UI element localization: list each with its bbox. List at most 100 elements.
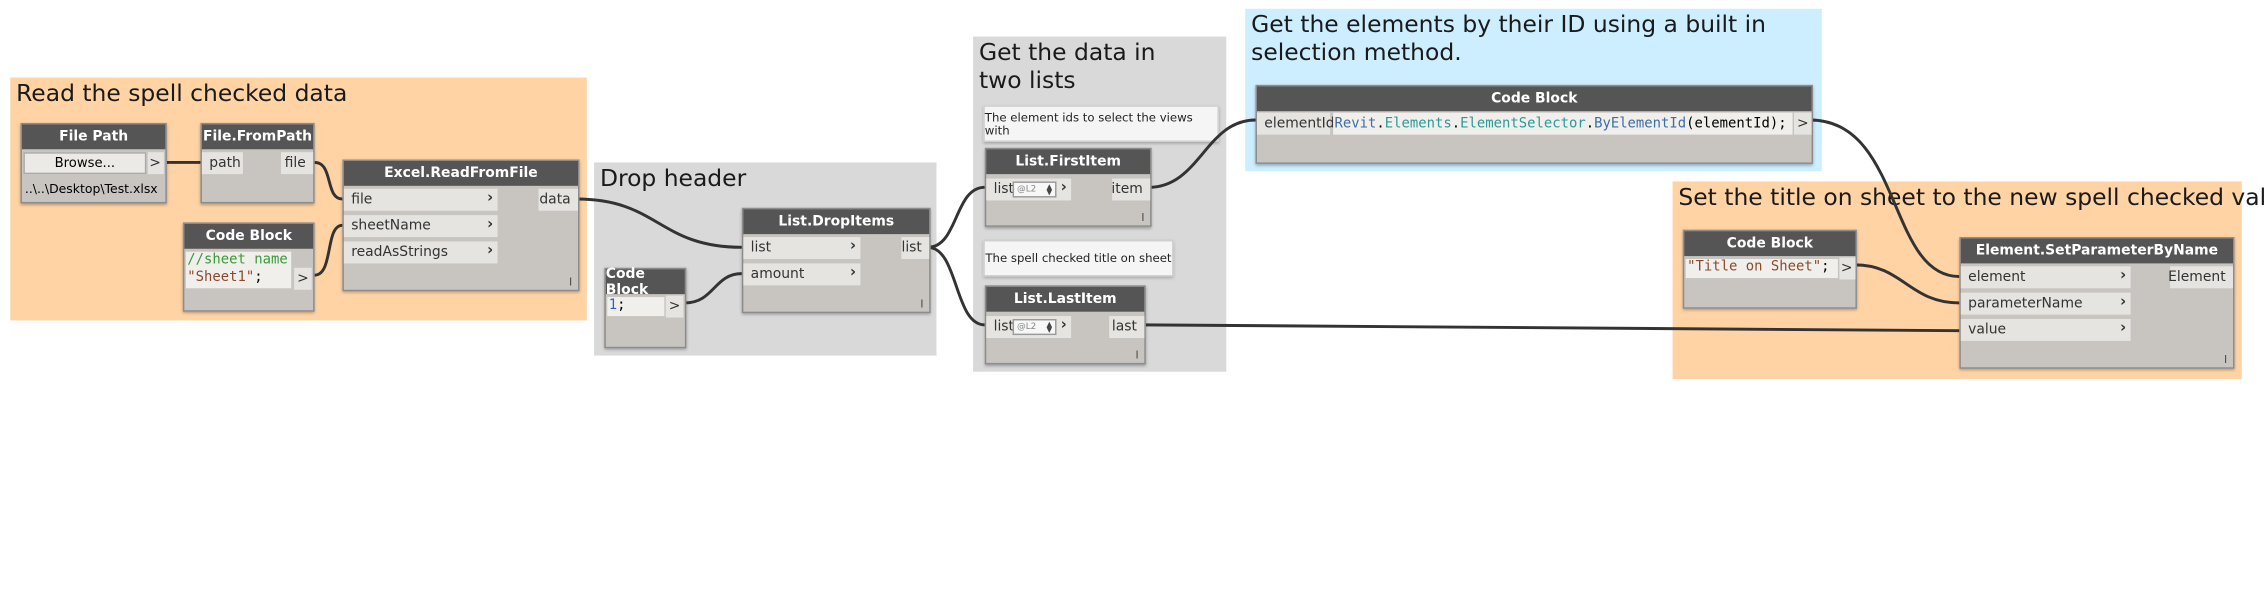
output-port-item[interactable]: item [1111, 178, 1151, 201]
node-title: File.FromPath [201, 124, 314, 150]
node-list-first-item[interactable]: List.FirstItem list @L2▲▼ › item l [984, 147, 1152, 227]
port-label: item [1111, 181, 1143, 198]
input-port-readasstrings[interactable]: readAsStrings › [343, 241, 498, 264]
port-label: list [750, 239, 772, 257]
port-label: path [209, 155, 241, 172]
level-value: @L2 [1016, 184, 1037, 195]
node-excel-read-from-file[interactable]: Excel.ReadFromFile file› sheetName› read… [342, 159, 580, 292]
wire [314, 223, 343, 277]
chevron-right-icon: › [1060, 317, 1067, 334]
node-title: Element.SetParameterByName [1960, 238, 2233, 264]
input-port-value[interactable]: value› [1960, 318, 2131, 341]
code-token: Revit [1334, 115, 1377, 132]
node-code-block-select[interactable]: Code Block elementId Revit.Elements.Elem… [1255, 84, 1814, 164]
input-port-sheetname[interactable]: sheetName› [343, 215, 498, 238]
port-label: list [993, 318, 1014, 336]
port-label: element [1968, 269, 2026, 286]
input-port-element[interactable]: element › [1960, 266, 2131, 289]
output-port[interactable]: > [1794, 112, 1812, 135]
port-label: last [1111, 318, 1137, 336]
code-number: 1 [608, 297, 618, 314]
level-stepper[interactable]: @L2▲▼ [1012, 318, 1057, 336]
node-file-from-path[interactable]: File.FromPath path file [200, 122, 315, 204]
chevron-right-icon: › [849, 264, 857, 281]
code-token: . [1585, 115, 1595, 132]
port-label: parameterName [1968, 295, 2083, 312]
chevron-right-icon: › [849, 238, 857, 255]
chevron-right-icon: › [2120, 320, 2127, 337]
note-text: The spell checked title on sheet [985, 251, 1172, 265]
code-token: ByElementId [1594, 115, 1687, 132]
chevron-right-icon: › [2120, 267, 2127, 284]
node-code-block-sheet[interactable]: Code Block //sheet name "Sheet1"; > [182, 222, 315, 312]
code-token: (elementId); [1686, 115, 1787, 132]
code-editor[interactable]: Revit.Elements.ElementSelector.ByElement… [1333, 112, 1793, 135]
node-title: List.LastItem [986, 286, 1145, 312]
input-port-elementid[interactable]: elementId [1256, 112, 1335, 135]
note-element-ids[interactable]: The element ids to select the views with [983, 105, 1219, 142]
input-port-list[interactable]: list @L2▲▼ › [986, 316, 1072, 339]
node-element-set-parameter-by-name[interactable]: Element.SetParameterByName element › para… [1959, 237, 2235, 369]
level-stepper[interactable]: @L2 ▲▼ [1012, 181, 1057, 198]
node-list-drop-items[interactable]: List.DropItems list› amount› list l [741, 207, 931, 314]
input-port-parametername[interactable]: parameterName› [1960, 292, 2131, 315]
output-port[interactable]: > [1839, 257, 1856, 280]
chevron-right-icon: › [487, 242, 494, 260]
node-code-block-number[interactable]: Code Block 1; > [604, 266, 687, 349]
level-stepper-icon: ▲▼ [1046, 320, 1053, 336]
code-token: ElementSelector [1460, 115, 1586, 132]
output-port[interactable]: > [147, 152, 164, 175]
level-stepper-icon: ▲▼ [1046, 182, 1053, 198]
note-spell-checked-title[interactable]: The spell checked title on sheet [983, 239, 1174, 277]
wire [1810, 118, 1960, 279]
group-title: Drop header [599, 163, 747, 192]
code-editor[interactable]: //sheet name "Sheet1"; [185, 251, 292, 289]
wire [927, 245, 986, 327]
node-title: Excel.ReadFromFile [343, 160, 579, 186]
lacing-indicator: l [920, 298, 924, 311]
wire [927, 185, 985, 249]
node-list-last-item[interactable]: List.LastItem list @L2▲▼ › last l [984, 285, 1146, 365]
wire [1142, 323, 1960, 333]
port-label: list [901, 239, 922, 257]
output-port-last[interactable]: last [1109, 316, 1145, 339]
port-label: amount [750, 266, 805, 283]
code-semicolon: ; [1821, 259, 1830, 276]
node-code-block-title[interactable]: Code Block "Title on Sheet"; > [1682, 229, 1857, 309]
code-comment: //sheet name [187, 251, 288, 268]
group-title: Get the elements by their ID using a bui… [1251, 10, 1767, 66]
input-port-amount[interactable]: amount › [743, 263, 861, 286]
out-label: > [1840, 260, 1853, 277]
port-label: file [351, 191, 373, 208]
code-editor[interactable]: "Title on Sheet"; [1685, 259, 1838, 279]
output-port-file[interactable]: file [280, 152, 314, 175]
output-port[interactable]: > [294, 267, 312, 290]
group-title: Get the data in two lists [978, 38, 1156, 94]
port-label: readAsStrings [351, 244, 448, 261]
input-port-list[interactable]: list @L2▲▼ › [986, 178, 1072, 201]
wire [684, 272, 742, 305]
port-label: Element [2168, 269, 2226, 286]
node-title: File Path [21, 124, 166, 150]
code-string: "Sheet1" [187, 269, 255, 286]
input-port-path[interactable]: path [201, 152, 243, 175]
out-label: > [1796, 115, 1809, 132]
node-file-path[interactable]: File Path Browse... > ..\..\Desktop\Test… [20, 122, 167, 204]
group-title: Set the title on sheet to the new spell … [1678, 182, 2268, 211]
input-port-list[interactable]: list › [743, 237, 861, 260]
output-port-list[interactable]: list [901, 237, 930, 260]
chevron-right-icon: › [487, 216, 494, 233]
input-port-file[interactable]: file› [343, 188, 498, 211]
output-port-data[interactable]: data [538, 188, 579, 211]
out-label: > [149, 155, 161, 172]
output-port-element[interactable]: Element [2168, 266, 2233, 289]
code-token: . [1376, 115, 1385, 132]
lacing-indicator: l [569, 276, 573, 289]
chevron-right-icon: › [1060, 179, 1067, 197]
code-editor[interactable]: 1; [607, 297, 665, 317]
output-port[interactable]: > [665, 295, 684, 318]
code-token: Elements [1384, 115, 1452, 132]
browse-button[interactable]: Browse... [23, 152, 147, 175]
